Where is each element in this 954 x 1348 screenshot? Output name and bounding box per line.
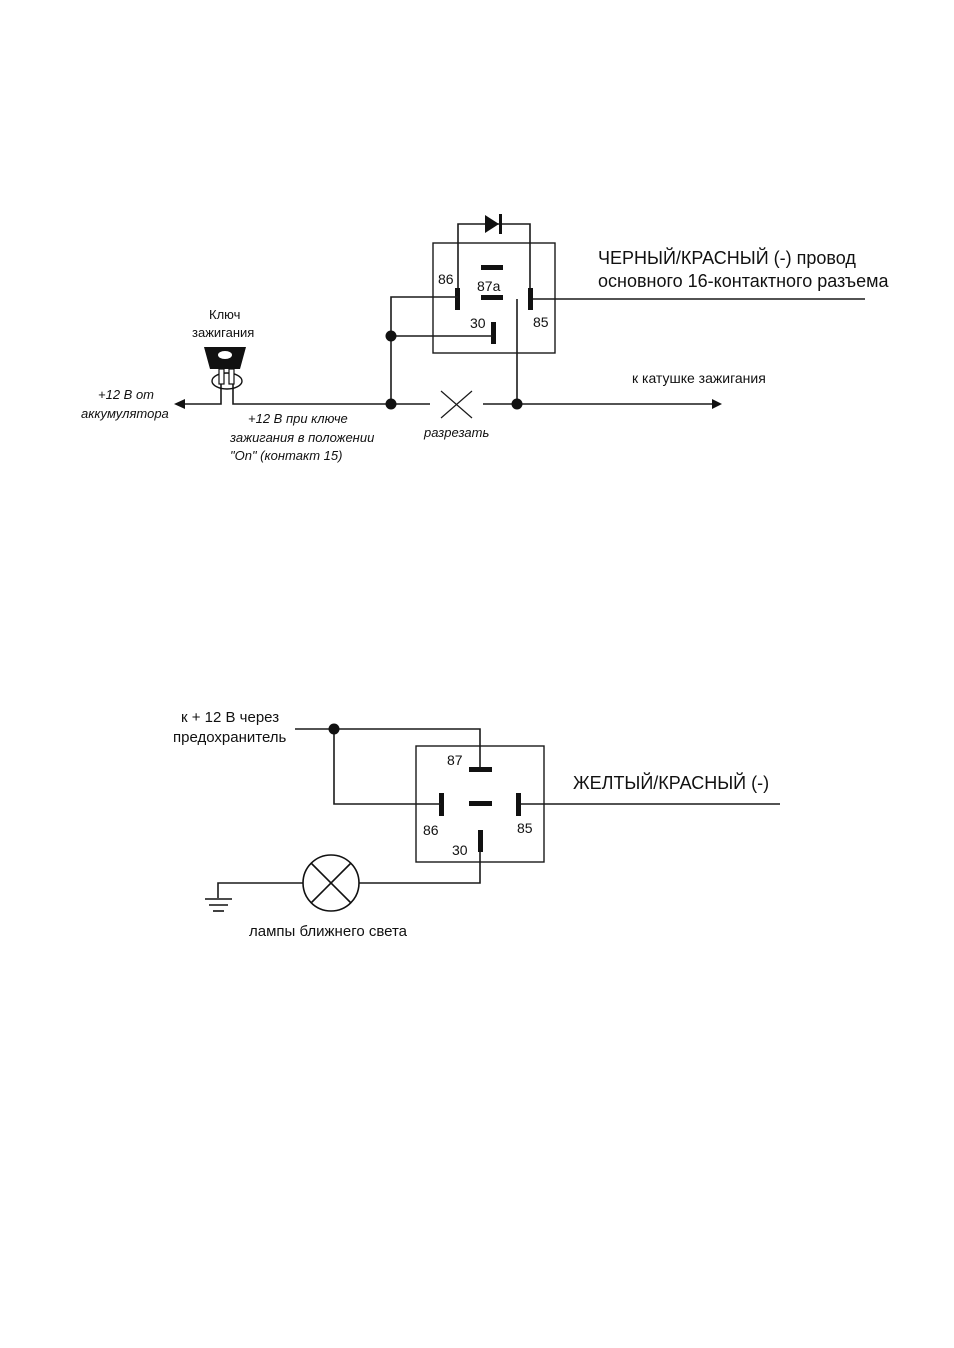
battery-label-2: аккумулятора [81,406,169,421]
pin-85-label: 85 [533,314,549,330]
cut-mark-icon [441,391,472,418]
pin-86-label: 86 [423,822,439,838]
contact-center-bar [469,801,492,806]
battery-label: +12 В от [98,387,154,402]
fuse-label-2: предохранитель [173,729,287,746]
contact-87a-bar [481,265,503,270]
contact-30-bar [478,830,483,852]
wire-label-yellow-red: ЖЕЛТЫЙ/КРАСНЫЙ (-) [573,772,769,793]
contact-86-bar [455,288,460,310]
coil-label: к катушке зажигания [632,370,766,386]
lamp-label: лампы ближнего света [249,923,408,940]
junction-dot [512,399,523,410]
wire-lamp-ground [218,883,303,898]
junction-dot [386,331,397,342]
pin-87-label: 87 [447,752,463,768]
pin-85-label: 85 [517,820,533,836]
contact-85-bar [516,793,521,816]
wire-86 [391,297,458,404]
ignition-key-icon [204,347,246,389]
contact-30-bar [491,322,496,344]
ignition-on-label-2: зажигания в положении [229,430,374,445]
wire-label-connector: основного 16-контактного разъема [598,271,890,291]
wire-battery [185,381,221,404]
ground-icon [205,899,232,911]
wire-ignition-on [233,381,430,404]
lamp-icon [303,855,359,911]
ignition-on-label-3: "On" (контакт 15) [230,448,342,463]
contact-85-bar [528,288,533,310]
fuse-label: к + 12 В через [181,709,279,726]
bottom-diagram: 87 86 85 30 к + 12 В через предохранител… [173,709,780,940]
diode-icon [485,215,499,233]
wire-fuse-86 [334,729,441,804]
cut-label: разрезать [423,425,489,440]
pin-87a-label: 87a [477,278,501,294]
ignition-key-label: Ключ [209,307,240,322]
junction-dot [329,724,340,735]
diode-bar [499,214,502,234]
ignition-key-label-2: зажигания [192,325,254,340]
top-diagram: 86 87a 85 30 ЧЕРНЫЙ/КРАСНЫЙ (-) провод о [81,214,890,463]
ignition-on-label: +12 В при ключе [248,411,348,426]
arrow-battery-icon [174,399,185,409]
pin-86-label: 86 [438,271,454,287]
contact-center-bar [481,295,503,300]
contact-87-bar [469,767,492,772]
arrow-to-coil-icon [712,399,722,409]
wire-label-black-red: ЧЕРНЫЙ/КРАСНЫЙ (-) провод [598,247,856,268]
junction-dot [386,399,397,410]
pin-30-label: 30 [452,842,468,858]
pin-30-label: 30 [470,315,486,331]
